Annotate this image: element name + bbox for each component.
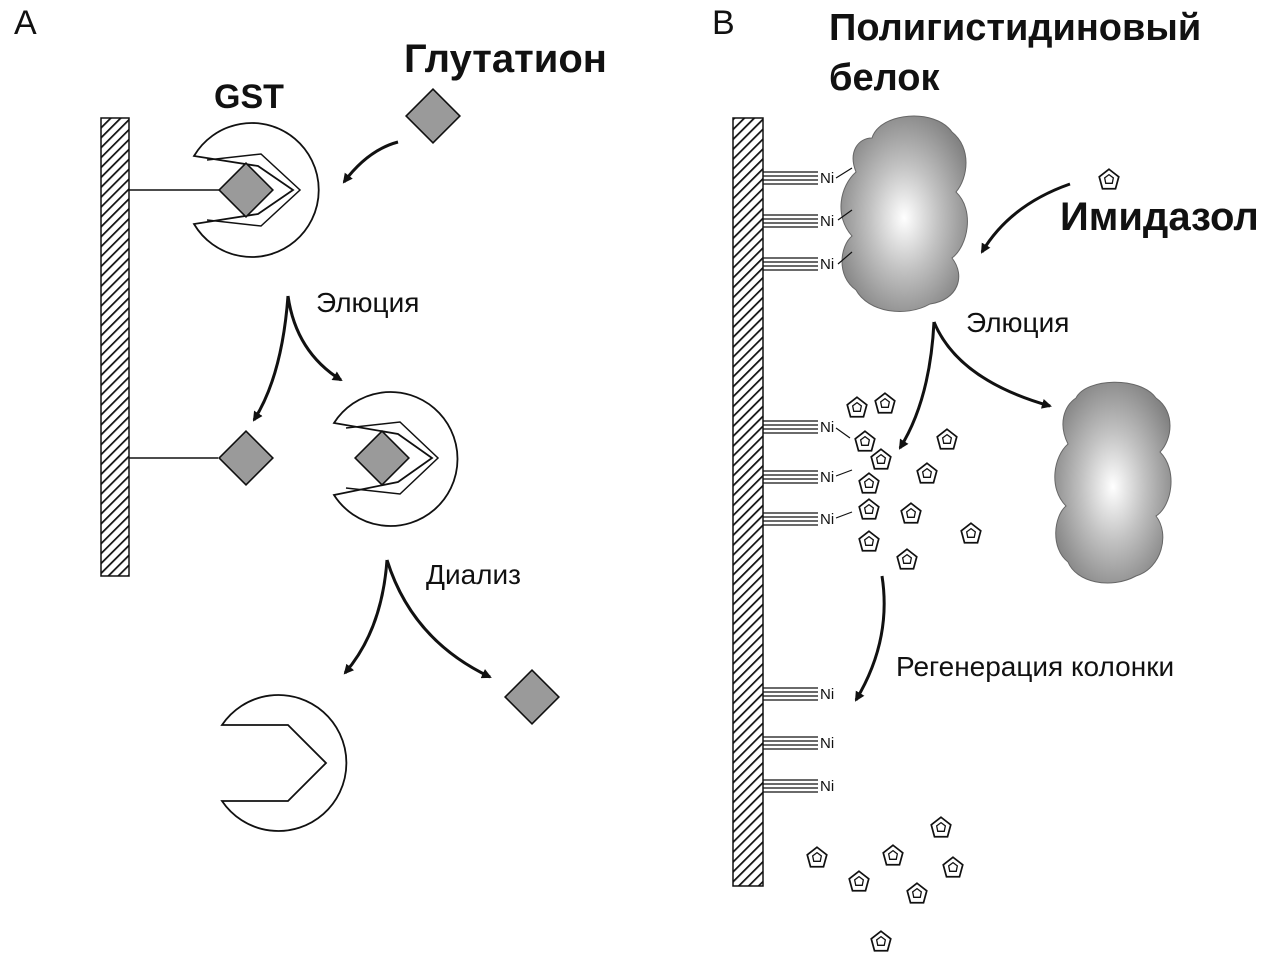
imidazole-icon bbox=[858, 498, 880, 520]
ni-label: Ni bbox=[820, 469, 834, 486]
imidazole-icon bbox=[846, 396, 868, 418]
binding-arrow bbox=[342, 140, 399, 184]
histidine-tagged-protein-bound-icon bbox=[840, 115, 968, 312]
imidazole-icon bbox=[916, 462, 938, 484]
gst-enzyme-free-icon bbox=[220, 694, 348, 832]
glutathione-icon bbox=[404, 87, 462, 145]
imidazole-icon bbox=[854, 430, 876, 452]
gst-enzyme-eluted-icon bbox=[332, 391, 459, 527]
elution-label-a: Элюция bbox=[316, 287, 419, 318]
elution-arrow-b-left bbox=[898, 321, 936, 450]
ni-label: Ni bbox=[820, 419, 834, 436]
imidazole-icon bbox=[1098, 168, 1120, 190]
glutathione-title: Глутатион bbox=[404, 37, 607, 81]
panel-a: A Глутатион GST Элюция Диализ bbox=[14, 4, 607, 832]
his-tag-bonds bbox=[835, 167, 853, 519]
elution-label-b: Элюция bbox=[966, 307, 1069, 338]
column-matrix-b bbox=[732, 117, 764, 887]
imidazole-icon bbox=[960, 522, 982, 544]
imidazole-icon bbox=[882, 844, 904, 866]
glutathione-icon bbox=[353, 429, 411, 487]
regeneration-arrow bbox=[854, 575, 886, 702]
glutathione-icon bbox=[217, 161, 275, 219]
dialysis-arrow-left bbox=[343, 559, 389, 675]
ni-label: Ni bbox=[820, 511, 834, 528]
elution-arrow-left bbox=[252, 295, 290, 422]
imidazole-icon bbox=[900, 502, 922, 524]
elution-arrow-b-right bbox=[932, 321, 1052, 409]
imidazole-icon bbox=[858, 472, 880, 494]
ni-label: Ni bbox=[820, 778, 834, 795]
imidazole-icon bbox=[848, 870, 870, 892]
gst-enzyme-bound-icon bbox=[192, 122, 320, 258]
regeneration-label: Регенерация колонки bbox=[896, 651, 1174, 682]
imidazole-icon bbox=[806, 846, 828, 868]
panel-a-label: A bbox=[14, 4, 37, 42]
glutathione-icon bbox=[217, 429, 275, 487]
polyhistidine-title-line2: белок bbox=[829, 57, 940, 99]
imidazole-icon bbox=[896, 548, 918, 570]
imidazole-icon bbox=[874, 392, 896, 414]
elution-arrow-right bbox=[286, 295, 343, 382]
imidazole-label: Имидазол bbox=[1060, 195, 1259, 239]
dialysis-arrow-right bbox=[385, 559, 492, 679]
panel-b-label: B bbox=[712, 4, 735, 42]
ni-label: Ni bbox=[820, 256, 834, 273]
imidazole-icon bbox=[870, 448, 892, 470]
dialysis-label: Диализ bbox=[426, 559, 521, 590]
ni-label: Ni bbox=[820, 686, 834, 703]
imidazole-icon bbox=[930, 816, 952, 838]
imidazole-icon bbox=[942, 856, 964, 878]
ni-label: Ni bbox=[820, 735, 834, 752]
imidazole-arrow bbox=[980, 182, 1071, 254]
polyhistidine-title-line1: Полигистидиновый bbox=[829, 7, 1201, 49]
ni-linkers bbox=[763, 171, 818, 793]
histidine-tagged-protein-eluted-icon bbox=[1054, 381, 1172, 584]
glutathione-icon bbox=[503, 668, 561, 726]
panel-b: B Полигистидиновый белок Имидазол Ni Ni … bbox=[712, 4, 1259, 952]
ni-label: Ni bbox=[820, 213, 834, 230]
ni-label: Ni bbox=[820, 170, 834, 187]
imidazole-icon bbox=[858, 530, 880, 552]
gst-label: GST bbox=[214, 78, 284, 116]
imidazole-icon bbox=[870, 930, 892, 952]
imidazole-icon bbox=[906, 882, 928, 904]
column-matrix-a bbox=[100, 117, 130, 577]
imidazole-icon bbox=[936, 428, 958, 450]
